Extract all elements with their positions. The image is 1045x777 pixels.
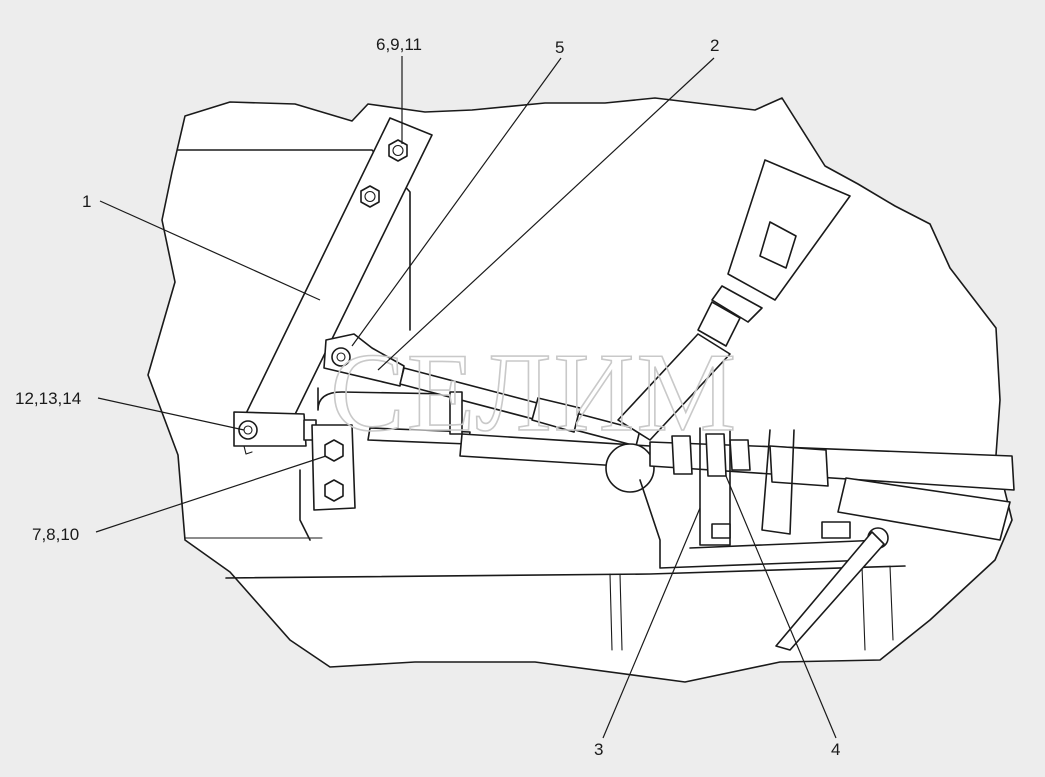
bracket-plate [311, 424, 356, 511]
upper-link-clevis [323, 333, 405, 387]
cylinder-housing [727, 159, 851, 301]
callout-4: 4 [831, 740, 840, 759]
leader-3 [602, 507, 701, 739]
leader-2 [377, 57, 715, 371]
callout-1: 1 [82, 192, 91, 211]
leader-7-8-10 [95, 455, 327, 533]
cylinder-neck [711, 285, 763, 323]
callout-12-13-14: 12,13,14 [15, 389, 81, 408]
clamp-nut-4 [821, 521, 851, 539]
watermark: СЕЛИМ [330, 331, 738, 455]
leader-1 [99, 200, 321, 301]
bolt-7-8-10-lower [324, 479, 344, 502]
u-bolt-3 [699, 427, 731, 546]
cylinder-slot [759, 221, 797, 269]
bolt-7-8-10-upper [324, 439, 344, 462]
leader-4 [725, 475, 837, 739]
callout-6-9-11: 6,9,11 [376, 35, 422, 54]
chassis-seam-1 [609, 573, 613, 651]
cylinder-lower [617, 333, 731, 441]
chassis-seam-2 [619, 573, 623, 651]
piston-rod [697, 301, 741, 347]
cotter-pin [243, 445, 253, 455]
callout-7-8-10: 7,8,10 [32, 525, 79, 544]
nut-left [671, 435, 693, 475]
leader-5 [351, 57, 562, 347]
support-base [639, 479, 883, 569]
coupler-body [769, 445, 829, 487]
lower-beam [837, 477, 1011, 541]
leader-12-13-14 [97, 397, 245, 431]
clamp-nut-3 [711, 523, 731, 539]
chassis-top-edge [225, 565, 906, 579]
callout-5: 5 [555, 38, 564, 57]
bolt-6-9-11-lower [360, 185, 380, 208]
ball-joint [605, 443, 655, 493]
chassis-seam-4 [889, 565, 894, 641]
u-bolt-4 [761, 429, 795, 535]
diagonal-brace [775, 531, 885, 651]
callout-2: 2 [710, 36, 719, 55]
bolt-6-9-11-upper [388, 139, 408, 162]
upper-pin [331, 347, 351, 367]
chassis-seam-3 [861, 565, 866, 651]
upper-link-sleeve [531, 397, 581, 433]
clevis-pin [238, 420, 258, 440]
collar [729, 439, 751, 471]
bent-rod [317, 387, 451, 411]
sleeve-block [449, 391, 463, 435]
callout-3: 3 [594, 740, 603, 759]
